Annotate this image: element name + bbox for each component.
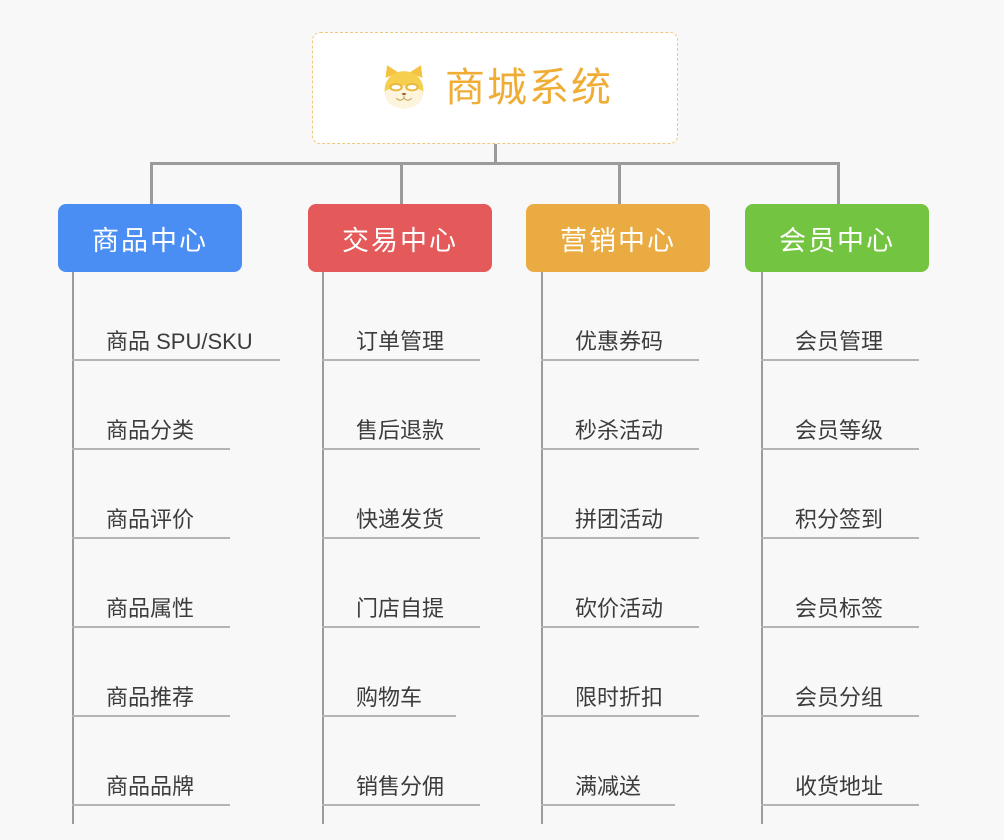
leaf-label: 会员等级 <box>795 417 884 443</box>
drop-line-3 <box>618 162 621 206</box>
leaf-rule <box>322 715 456 717</box>
leaf-label: 优惠券码 <box>575 328 664 354</box>
column-spine <box>761 272 763 824</box>
drop-line-2 <box>400 162 403 206</box>
leaf-item[interactable]: 会员等级 <box>761 361 981 450</box>
branch-box-0[interactable]: 商品中心 <box>58 204 242 272</box>
leaf-item[interactable]: 积分签到 <box>761 450 981 539</box>
root-title: 商城系统 <box>445 66 613 110</box>
leaf-item[interactable]: 商品评价 <box>72 450 292 539</box>
leaf-label: 快递发货 <box>356 506 445 532</box>
branch-column-3: 会员管理 会员等级 积分签到 会员标签 会员分组 收货地址 <box>761 272 981 824</box>
leaf-label: 砍价活动 <box>575 595 664 621</box>
leaf-item[interactable]: 快递发货 <box>322 450 542 539</box>
leaf-item[interactable]: 会员分组 <box>761 628 981 717</box>
leaf-item[interactable]: 商品属性 <box>72 539 292 628</box>
column-spine <box>72 272 74 824</box>
leaf-label: 限时折扣 <box>575 684 664 710</box>
leaf-rule <box>72 448 230 450</box>
branch-column-0: 商品 SPU/SKU 商品分类 商品评价 商品属性 商品推荐 商品品牌 <box>72 272 292 824</box>
leaf-rule <box>322 359 480 361</box>
branch-box-2[interactable]: 营销中心 <box>526 204 710 272</box>
root-node[interactable]: 商城系统 <box>312 32 678 144</box>
leaf-rule <box>761 715 919 717</box>
leaf-item[interactable]: 商品品牌 <box>72 717 292 806</box>
leaf-item[interactable]: 满减送 <box>541 717 761 806</box>
leaf-rule <box>72 715 230 717</box>
shiba-dog-icon <box>377 61 431 115</box>
leaf-label: 拼团活动 <box>575 506 664 532</box>
leaf-rule <box>541 626 699 628</box>
leaf-label: 商品品牌 <box>106 773 195 799</box>
leaf-label: 收货地址 <box>795 773 884 799</box>
leaf-item[interactable]: 会员管理 <box>761 272 981 361</box>
leaf-rule <box>322 448 480 450</box>
leaf-label: 满减送 <box>575 773 642 799</box>
leaf-item[interactable]: 销售分佣 <box>322 717 542 806</box>
leaf-label: 购物车 <box>356 684 423 710</box>
leaf-rule <box>72 359 280 361</box>
leaf-item[interactable]: 商品 SPU/SKU <box>72 272 292 361</box>
branch-box-1[interactable]: 交易中心 <box>308 204 492 272</box>
column-spine <box>322 272 324 824</box>
leaf-label: 订单管理 <box>356 328 445 354</box>
leaf-item[interactable]: 秒杀活动 <box>541 361 761 450</box>
leaf-rule <box>322 537 480 539</box>
branch-label: 交易中心 <box>342 225 458 256</box>
leaf-item[interactable]: 砍价活动 <box>541 539 761 628</box>
branch-column-2: 优惠券码 秒杀活动 拼团活动 砍价活动 限时折扣 满减送 <box>541 272 761 824</box>
leaf-label: 商品 SPU/SKU <box>106 328 253 354</box>
leaf-rule <box>72 537 230 539</box>
leaf-label: 售后退款 <box>356 417 445 443</box>
leaf-rule <box>761 448 919 450</box>
leaf-rule <box>72 626 230 628</box>
root-stem-line <box>494 144 497 164</box>
leaf-item[interactable]: 商品分类 <box>72 361 292 450</box>
branch-column-1: 订单管理 售后退款 快递发货 门店自提 购物车 销售分佣 <box>322 272 542 824</box>
branch-label: 商品中心 <box>92 225 208 256</box>
leaf-item[interactable]: 优惠券码 <box>541 272 761 361</box>
leaf-rule <box>541 537 699 539</box>
drop-line-1 <box>150 162 153 206</box>
leaf-label: 积分签到 <box>795 506 884 532</box>
horizontal-bus-line <box>150 162 840 165</box>
leaf-item[interactable]: 拼团活动 <box>541 450 761 539</box>
leaf-item[interactable]: 购物车 <box>322 628 542 717</box>
drop-line-4 <box>837 162 840 206</box>
leaf-item[interactable]: 限时折扣 <box>541 628 761 717</box>
leaf-item[interactable]: 收货地址 <box>761 717 981 806</box>
leaf-label: 会员标签 <box>795 595 884 621</box>
leaf-label: 商品推荐 <box>106 684 195 710</box>
leaf-rule <box>541 715 699 717</box>
leaf-label: 商品分类 <box>106 417 195 443</box>
leaf-label: 门店自提 <box>356 595 445 621</box>
leaf-item[interactable]: 会员标签 <box>761 539 981 628</box>
leaf-label: 商品属性 <box>106 595 195 621</box>
leaf-rule <box>541 359 699 361</box>
leaf-rule <box>761 359 919 361</box>
leaf-label: 会员管理 <box>795 328 884 354</box>
branch-box-3[interactable]: 会员中心 <box>745 204 929 272</box>
leaf-item[interactable]: 订单管理 <box>322 272 542 361</box>
leaf-rule <box>541 448 699 450</box>
leaf-rule <box>322 626 480 628</box>
leaf-rule <box>72 804 230 806</box>
leaf-label: 商品评价 <box>106 506 195 532</box>
leaf-item[interactable]: 门店自提 <box>322 539 542 628</box>
leaf-rule <box>761 626 919 628</box>
column-spine <box>541 272 543 824</box>
leaf-item[interactable]: 售后退款 <box>322 361 542 450</box>
branch-label: 营销中心 <box>560 225 676 256</box>
leaf-rule <box>761 804 919 806</box>
leaf-label: 秒杀活动 <box>575 417 664 443</box>
leaf-item[interactable]: 商品推荐 <box>72 628 292 717</box>
leaf-label: 销售分佣 <box>356 773 445 799</box>
leaf-rule <box>541 804 675 806</box>
leaf-label: 会员分组 <box>795 684 884 710</box>
branch-label: 会员中心 <box>779 225 895 256</box>
leaf-rule <box>322 804 480 806</box>
leaf-rule <box>761 537 919 539</box>
